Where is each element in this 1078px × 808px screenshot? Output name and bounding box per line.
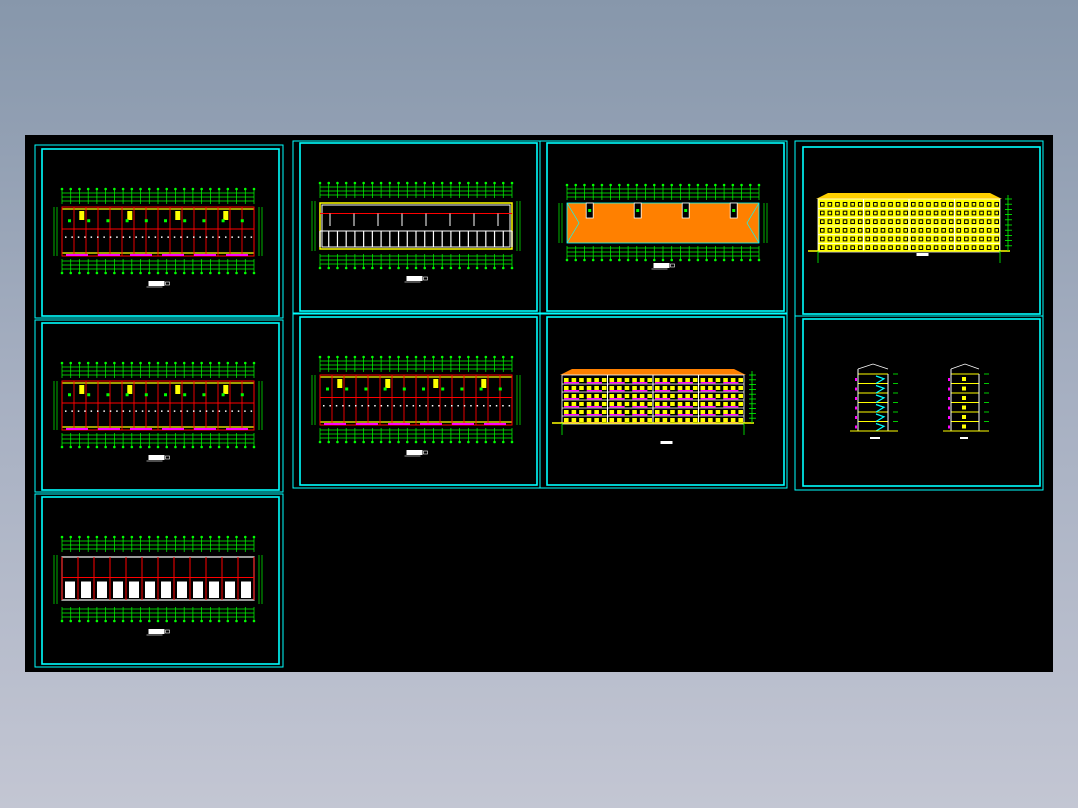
cad-drawing <box>34 140 1044 668</box>
drawing-sheet-foundation-plan[interactable] <box>34 493 284 668</box>
drawing-sheet-floor-plan[interactable] <box>34 144 284 319</box>
drawing-sheet-floor-plan[interactable] <box>34 319 284 493</box>
drawing-sheet-floor-plan[interactable] <box>292 313 541 489</box>
drawing-sheet-front-elevation[interactable] <box>539 313 788 489</box>
cad-drawing-canvas[interactable] <box>25 135 1053 672</box>
drawing-sheet-sections[interactable] <box>794 315 1044 491</box>
drawing-sheet-rear-elevation[interactable] <box>794 140 1044 317</box>
drawing-sheet-roof-plan[interactable] <box>539 140 788 314</box>
drawing-sheet-floor-plan-open[interactable] <box>292 140 541 314</box>
